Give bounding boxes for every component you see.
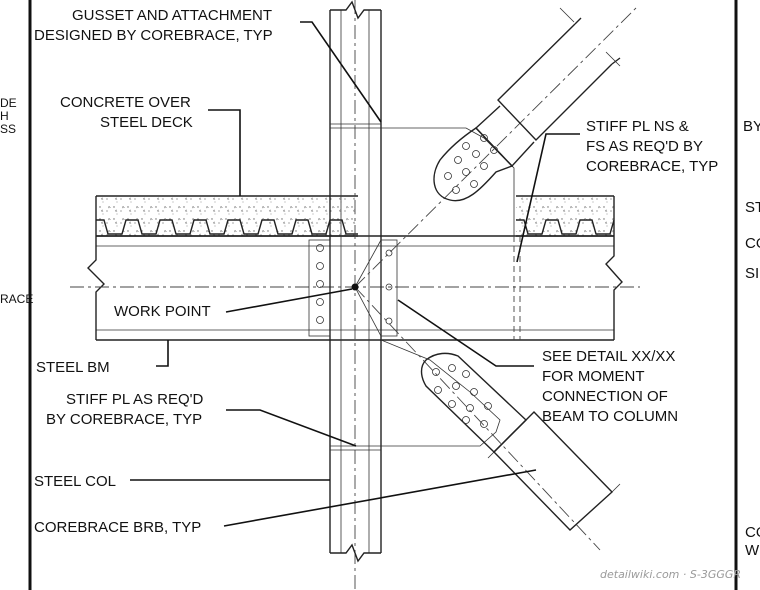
leader-stiff-pl xyxy=(226,409,357,447)
label-see-detail-line3: CONNECTION OF xyxy=(542,388,668,405)
work-point-dot xyxy=(351,283,359,291)
label-see-detail-line1: SEE DETAIL XX/XX xyxy=(542,348,675,365)
leader-corebrace-brb xyxy=(223,469,537,527)
label-stiff-pl-line1: STIFF PL AS REQ'D xyxy=(66,391,204,408)
upper-brb xyxy=(433,7,621,202)
leader-steel-bm xyxy=(156,340,169,367)
concrete-slab-right xyxy=(516,195,615,237)
leader-gusset xyxy=(300,21,382,123)
left-fragment-h: H xyxy=(0,109,9,123)
lower-brb xyxy=(420,352,621,531)
label-concrete-line1: CONCRETE OVER xyxy=(60,94,191,111)
label-stiff-ns-line3: COREBRACE, TYP xyxy=(586,158,718,175)
lower-brb-bolts xyxy=(432,364,492,428)
upper-brb-bolts xyxy=(444,134,498,194)
label-gusset-line1: GUSSET AND ATTACHMENT xyxy=(72,7,272,24)
label-see-detail-line2: FOR MOMENT xyxy=(542,368,645,385)
label-steel-bm: STEEL BM xyxy=(36,359,110,376)
watermark: detailwiki.com · S-3GGGR xyxy=(600,568,741,581)
left-fragment-de: DE xyxy=(0,96,17,110)
right-fragment-st: ST xyxy=(745,199,760,216)
steel-column xyxy=(329,0,382,590)
left-fragment-ss: SS xyxy=(0,122,16,136)
right-fragment-by: BY xyxy=(743,118,760,135)
right-fragment-co-1: CO xyxy=(745,235,760,252)
brace-centerline xyxy=(354,7,637,288)
label-see-detail-line4: BEAM TO COLUMN xyxy=(542,408,678,425)
leader-stiff-ns xyxy=(516,133,580,263)
left-fragment-race: RACE xyxy=(0,292,33,306)
label-concrete-line2: STEEL DECK xyxy=(100,114,193,131)
label-stiff-ns-line2: FS AS REQ'D BY xyxy=(586,138,703,155)
upper-gusset-plate xyxy=(381,127,521,340)
label-steel-col: STEEL COL xyxy=(34,473,116,490)
label-work-point: WORK POINT xyxy=(114,303,211,320)
leader-concrete xyxy=(208,109,241,196)
concrete-slab-left xyxy=(96,195,358,237)
label-gusset-line2: DESIGNED BY COREBRACE, TYP xyxy=(34,27,273,44)
right-fragment-w: W xyxy=(745,542,760,559)
brace-centerline-lower xyxy=(354,286,601,551)
leader-see-detail xyxy=(397,299,534,367)
leader-lines xyxy=(130,21,580,527)
label-stiff-ns-line1: STIFF PL NS & xyxy=(586,118,689,135)
right-fragment-si: SI xyxy=(745,265,759,282)
leader-work-point xyxy=(225,288,353,313)
label-corebrace-brb: COREBRACE BRB, TYP xyxy=(34,519,201,536)
right-fragment-co-2: CO xyxy=(745,524,760,541)
lower-gusset-plate xyxy=(380,339,501,447)
shear-plate-bolts xyxy=(308,239,398,337)
label-stiff-pl-line2: BY COREBRACE, TYP xyxy=(46,411,202,428)
